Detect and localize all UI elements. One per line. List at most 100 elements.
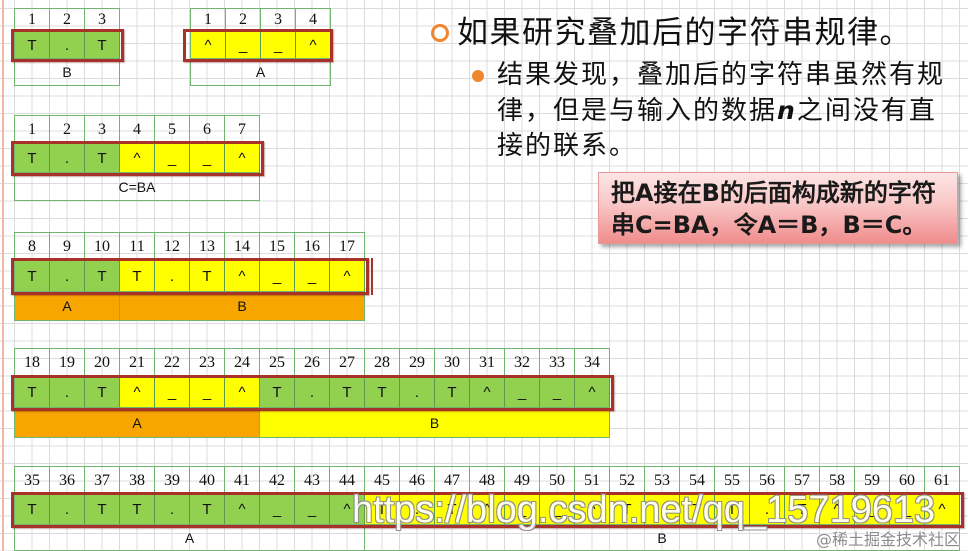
position-index: 39 [155, 467, 190, 495]
string-char-cell: ^ [225, 261, 260, 292]
url-watermark: https://blog.csdn.net/qq_15719613 [352, 489, 936, 531]
string-char-cell: T [190, 495, 225, 525]
string-char-cell: _ [540, 378, 575, 408]
position-index: 17 [330, 233, 365, 261]
position-index: 20 [85, 349, 120, 378]
sub-bullet-line: 接的联系。 [497, 131, 638, 161]
position-index: 9 [50, 233, 85, 261]
main-bullet-text: 如果研究叠加后的字符串规律。 [457, 15, 912, 51]
position-index: 18 [15, 349, 50, 378]
string-char-cell: . [400, 495, 435, 525]
sub-bullet-fragment: 律，但是与输入的数据 [497, 96, 778, 126]
position-index: 32 [505, 349, 540, 378]
position-index: 29 [400, 349, 435, 378]
part-label: B [260, 408, 610, 438]
position-index: 26 [295, 349, 330, 378]
part-label: C=BA [15, 173, 260, 201]
char-row: ^__^ [191, 32, 331, 59]
part-label: A [15, 292, 120, 321]
string-char-cell: T [715, 495, 750, 525]
string-char-cell: T [330, 378, 365, 408]
position-index: 2 [50, 116, 85, 144]
position-index: 5 [155, 116, 190, 144]
part-label: B [120, 292, 365, 321]
string-char-cell: . [750, 495, 785, 525]
position-index: 19 [50, 349, 85, 378]
position-index: 1 [15, 116, 50, 144]
hollow-circle-bullet-icon [431, 24, 449, 42]
string-char-cell: . [155, 495, 190, 525]
string-char-cell: . [50, 32, 85, 59]
position-index: 7 [225, 116, 260, 144]
sub-bullet-fragment: 之间没有直 [796, 96, 937, 126]
string-char-cell: _ [505, 495, 540, 525]
position-index: 21 [120, 349, 155, 378]
string-char-cell: T [15, 378, 50, 408]
string-char-cell: T [435, 495, 470, 525]
string-char-cell: . [645, 495, 680, 525]
string-char-cell: T [15, 144, 50, 173]
part-label-row: B [15, 59, 120, 86]
position-index: 6 [190, 116, 225, 144]
position-index: 40 [190, 467, 225, 495]
position-index: 11 [120, 233, 155, 261]
sub-bullet-line: 结果发现，叠加后的字符串虽然有规 [497, 60, 946, 90]
char-row: T.T^__^ [15, 144, 260, 173]
slide-left-edge [2, 0, 4, 551]
position-index: 2 [226, 9, 261, 32]
string-char-cell: _ [505, 378, 540, 408]
position-index: 23 [190, 349, 225, 378]
string-char-cell: . [50, 144, 85, 173]
string-char-cell: ^ [225, 378, 260, 408]
position-index: 4 [296, 9, 331, 32]
string-char-cell: ^ [225, 495, 260, 525]
string-char-cell: T [85, 378, 120, 408]
string-char-cell: _ [190, 378, 225, 408]
position-index: 34 [575, 349, 610, 378]
string-char-cell: T [85, 495, 120, 525]
part-label: A [15, 408, 260, 438]
position-index: 16 [295, 233, 330, 261]
string-char-cell: ^ [296, 32, 331, 59]
string-char-cell: T [15, 32, 50, 59]
position-index: 36 [50, 467, 85, 495]
char-row: T.T [15, 32, 120, 59]
string-char-cell: T [15, 261, 50, 292]
position-index: 1 [15, 9, 50, 32]
position-index: 12 [155, 233, 190, 261]
rule-callout: 把A接在B的后面构成新的字符 串C=BA，令A＝B，B＝C。 [598, 172, 958, 244]
string-char-cell: . [50, 495, 85, 525]
part-label-row: A [191, 59, 331, 86]
part-label-row: C=BA [15, 173, 260, 201]
position-index: 25 [260, 349, 295, 378]
position-index: 35 [15, 467, 50, 495]
string-char-cell: ^ [470, 378, 505, 408]
string-char-cell: ^ [575, 378, 610, 408]
string-char-cell: T [680, 495, 715, 525]
position-index: 3 [85, 9, 120, 32]
string-char-cell: . [155, 261, 190, 292]
position-index: 10 [85, 233, 120, 261]
string-char-cell: _ [855, 495, 890, 525]
string-char-cell: ^ [470, 495, 505, 525]
position-index: 3 [261, 9, 296, 32]
string-char-cell: ^ [120, 378, 155, 408]
part-label: A [191, 59, 331, 86]
string-char-cell: ^ [820, 495, 855, 525]
string-char-cell: T [785, 495, 820, 525]
position-index: 1 [191, 9, 226, 32]
string-char-cell: ^ [330, 495, 365, 525]
position-index: 31 [470, 349, 505, 378]
